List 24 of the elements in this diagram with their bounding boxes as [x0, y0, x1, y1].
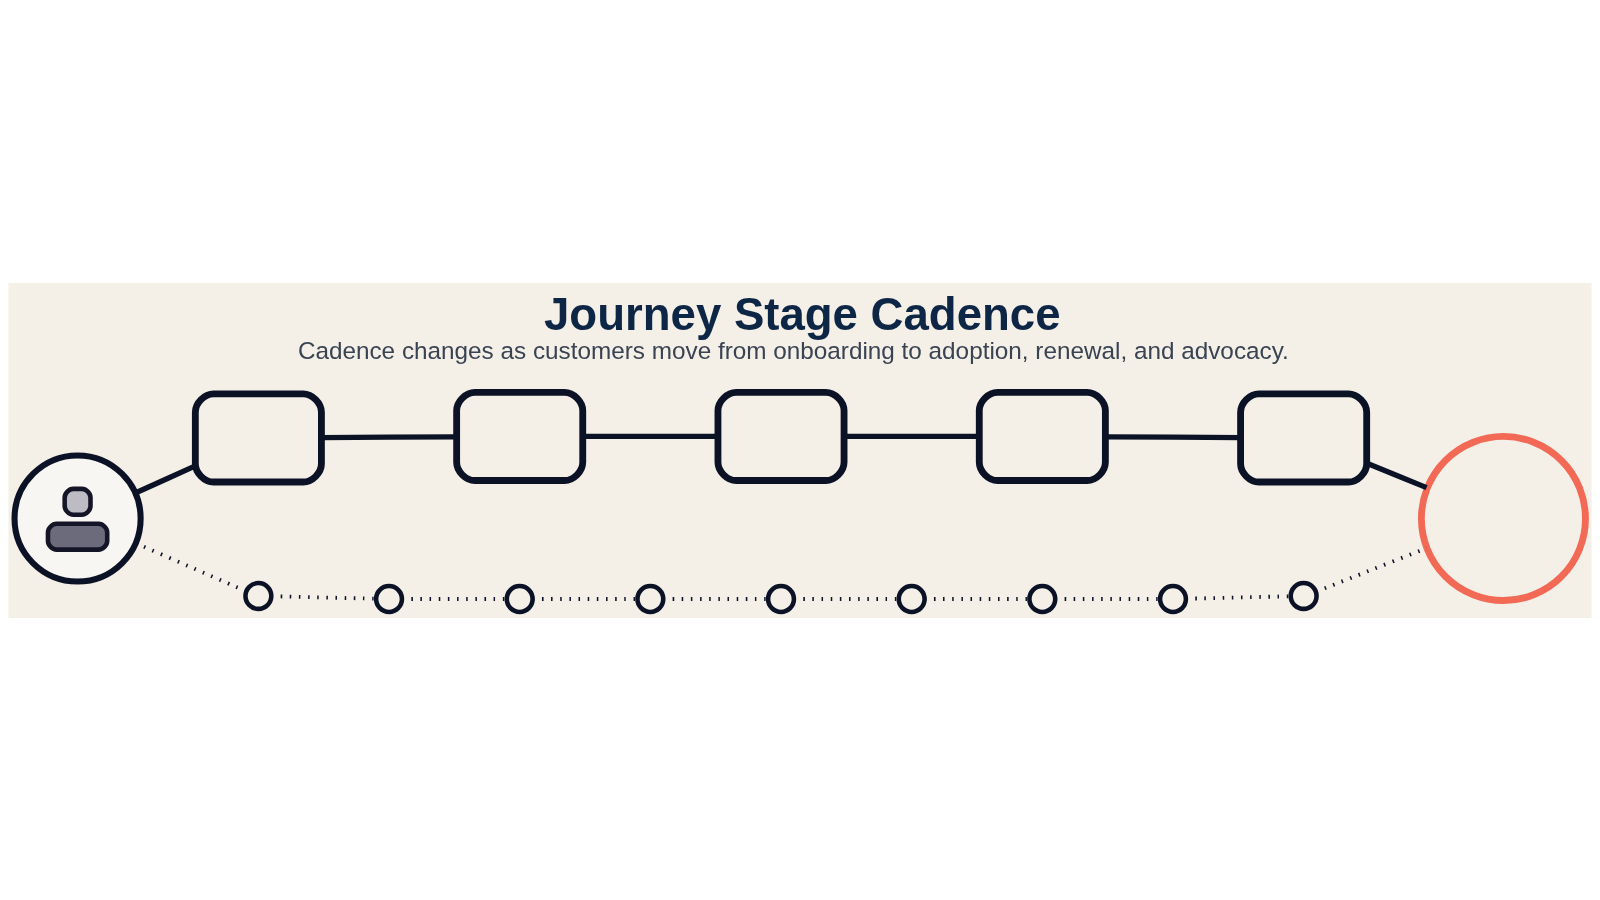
connector [844, 433, 979, 439]
node-box [714, 388, 848, 484]
node-circle [1027, 583, 1058, 614]
node-box [975, 388, 1109, 484]
node-circle [243, 580, 274, 611]
diagram-title: Journey Stage Cadence [544, 288, 1061, 340]
connector [583, 433, 718, 439]
node-circle [1288, 580, 1319, 611]
node-circle [1417, 432, 1589, 604]
node-person [11, 451, 144, 585]
connector [134, 463, 196, 495]
node-box [191, 390, 325, 485]
connector [924, 596, 1029, 601]
node-box [1237, 390, 1371, 485]
node-circle [765, 583, 797, 614]
node-circle [1157, 583, 1189, 614]
node-box [453, 388, 587, 484]
connector [533, 596, 637, 601]
node-circle [896, 583, 927, 614]
node-circle [504, 583, 535, 614]
connector [1105, 433, 1241, 440]
node-circle [635, 583, 666, 614]
node-circle [373, 583, 405, 614]
connector [321, 433, 457, 440]
